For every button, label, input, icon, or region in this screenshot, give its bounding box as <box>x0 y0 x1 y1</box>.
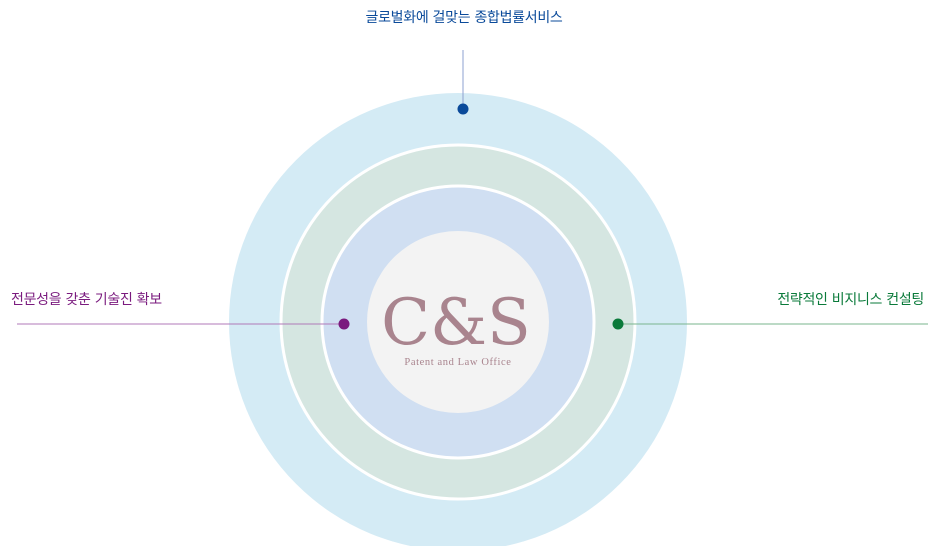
top-dot <box>457 103 469 115</box>
center-circle <box>367 231 549 413</box>
right-dot <box>612 318 624 330</box>
right-label: 전략적인 비지니스 컨설팅 <box>777 292 924 308</box>
left-label: 전문성을 갖춘 기술진 확보 <box>11 292 162 308</box>
left-dot <box>338 318 350 330</box>
logo-text: C&S <box>381 286 531 360</box>
top-label: 글로벌화에 걸맞는 종합법률서비스 <box>365 10 563 26</box>
logo-subtitle: Patent and Law Office <box>404 357 511 368</box>
